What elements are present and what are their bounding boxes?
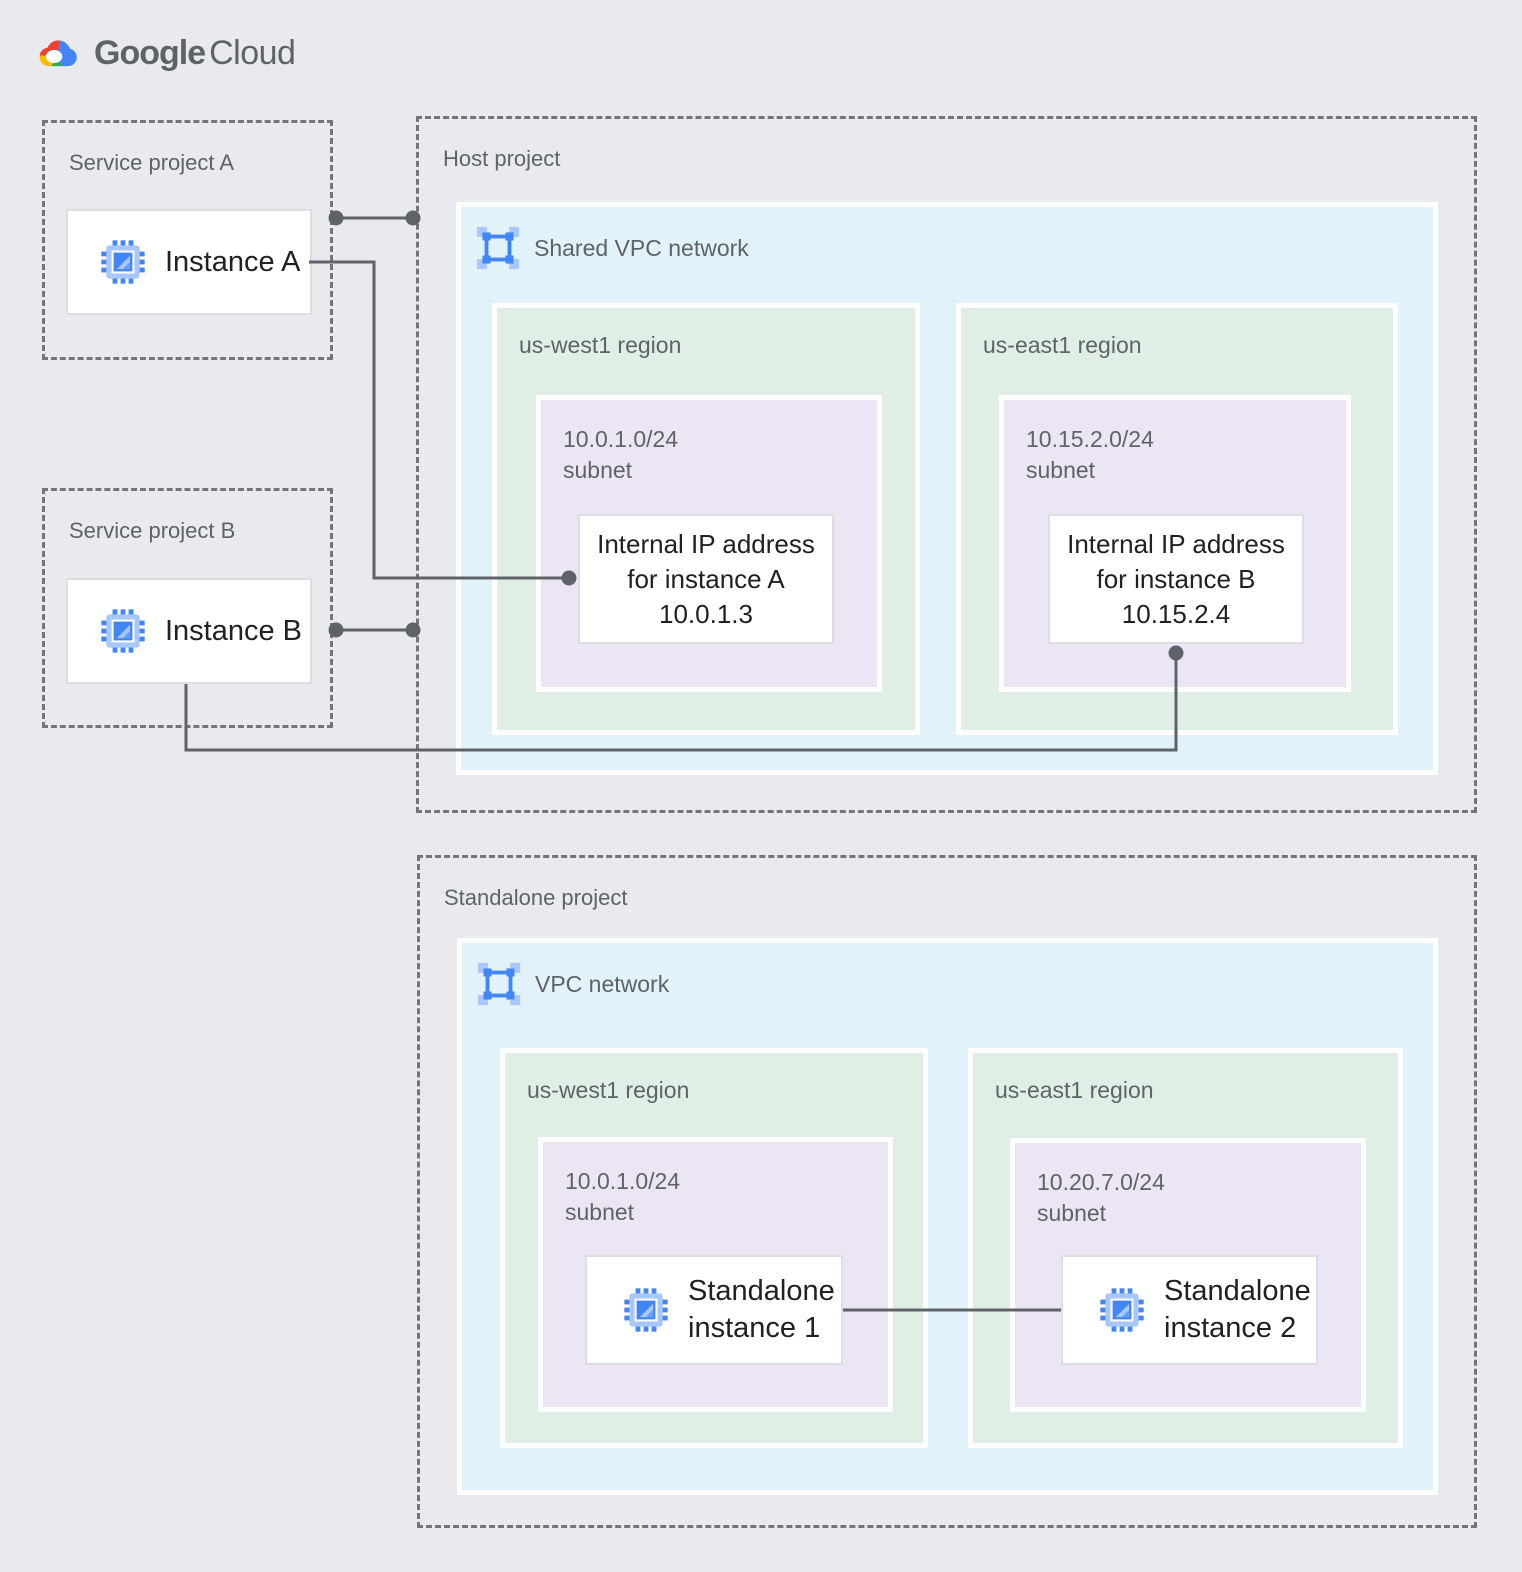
host-subnet-east-label: 10.15.2.0/24 subnet	[1026, 424, 1154, 486]
host-subnet-east-box: 10.15.2.0/24 subnet Internal IP address …	[999, 395, 1351, 692]
service-project-b-box: Service project B Instance B	[42, 488, 333, 728]
instance-b-card: Instance B	[66, 578, 312, 684]
ip-b-address: 10.15.2.4	[1121, 598, 1231, 629]
standalone-subnet-east-label: 10.20.7.0/24 subnet	[1037, 1167, 1165, 1229]
instance-b-label: Instance B	[165, 614, 303, 647]
standalone-subnet-west-label: 10.0.1.0/24 subnet	[565, 1166, 680, 1228]
standalone-project-box: Standalone project VPC network us-west1 …	[417, 855, 1477, 1528]
google-cloud-icon	[34, 36, 80, 72]
standalone-region-us-east1-label: us-east1 region	[995, 1077, 1154, 1103]
standalone-subnet-west-word: subnet	[565, 1199, 635, 1225]
standalone-instance-2-card: Standalone instance 2	[1061, 1255, 1318, 1365]
host-region-us-west1-label: us-west1 region	[519, 332, 682, 358]
host-subnet-west-word: subnet	[563, 457, 633, 483]
standalone-subnet-west-box: 10.0.1.0/24 subnet Standalone instance 1	[538, 1137, 893, 1412]
host-subnet-east-word: subnet	[1026, 457, 1096, 483]
logo-product-text: Cloud	[209, 34, 296, 72]
vpc-network-icon	[475, 225, 521, 271]
ip-b-line1: Internal IP address	[1067, 528, 1285, 559]
standalone-region-us-west1-label: us-west1 region	[527, 1077, 690, 1103]
host-subnet-west-cidr: 10.0.1.0/24	[563, 426, 679, 452]
shared-vpc-network-header: Shared VPC network	[475, 225, 749, 271]
logo-brand-text: Google	[94, 34, 206, 72]
standalone-subnet-east-box: 10.20.7.0/24 subnet Standalone instance …	[1010, 1138, 1366, 1412]
vpc-network-label: VPC network	[535, 970, 670, 997]
host-subnet-west-box: 10.0.1.0/24 subnet Internal IP address f…	[536, 395, 882, 692]
compute-engine-icon	[621, 1285, 671, 1335]
shared-vpc-network-box: Shared VPC network us-west1 region 10.0.…	[456, 202, 1438, 775]
standalone-region-us-west1-box: us-west1 region 10.0.1.0/24 subnet Stand…	[500, 1048, 928, 1448]
host-subnet-east-cidr: 10.15.2.0/24	[1026, 426, 1154, 452]
service-project-a-box: Service project A Instance A	[42, 120, 333, 360]
instance-a-card: Instance A	[66, 209, 312, 315]
host-project-label: Host project	[443, 146, 561, 171]
internal-ip-instance-b-card: Internal IP address for instance B 10.15…	[1048, 514, 1304, 644]
standalone-region-us-east1-box: us-east1 region 10.20.7.0/24 subnet Stan…	[968, 1048, 1403, 1448]
vpc-network-icon	[476, 961, 522, 1007]
host-project-box: Host project Shared VPC network us-west1…	[416, 116, 1477, 813]
compute-engine-icon	[98, 606, 148, 656]
compute-engine-icon	[98, 237, 148, 287]
shared-vpc-network-label: Shared VPC network	[534, 234, 749, 261]
ip-a-line1: Internal IP address	[597, 528, 815, 559]
ip-a-address: 10.0.1.3	[659, 598, 753, 629]
service-project-b-label: Service project B	[69, 518, 236, 543]
host-region-us-east1-label: us-east1 region	[983, 332, 1142, 358]
service-project-a-label: Service project A	[69, 150, 235, 175]
vpc-network-header: VPC network	[476, 961, 669, 1007]
ip-a-line2: for instance A	[627, 563, 785, 594]
standalone-subnet-west-cidr: 10.0.1.0/24	[565, 1168, 681, 1194]
ip-b-line2: for instance B	[1096, 563, 1256, 594]
standalone-subnet-east-cidr: 10.20.7.0/24	[1037, 1169, 1165, 1195]
host-subnet-west-label: 10.0.1.0/24 subnet	[563, 424, 678, 486]
standalone-instance-2-label: Standalone instance 2	[1164, 1275, 1311, 1344]
host-region-us-west1-box: us-west1 region 10.0.1.0/24 subnet Inter…	[492, 303, 920, 735]
standalone-instance-1-label: Standalone instance 1	[688, 1275, 835, 1344]
instance-a-label: Instance A	[165, 245, 301, 278]
standalone-instance-1-card: Standalone instance 1	[585, 1255, 843, 1365]
internal-ip-instance-a-card: Internal IP address for instance A 10.0.…	[578, 514, 834, 644]
standalone-project-label: Standalone project	[444, 885, 628, 910]
host-region-us-east1-box: us-east1 region 10.15.2.0/24 subnet Inte…	[956, 303, 1398, 735]
vpc-network-box: VPC network us-west1 region 10.0.1.0/24 …	[457, 938, 1438, 1495]
compute-engine-icon	[1097, 1285, 1147, 1335]
standalone-subnet-east-word: subnet	[1037, 1200, 1107, 1226]
